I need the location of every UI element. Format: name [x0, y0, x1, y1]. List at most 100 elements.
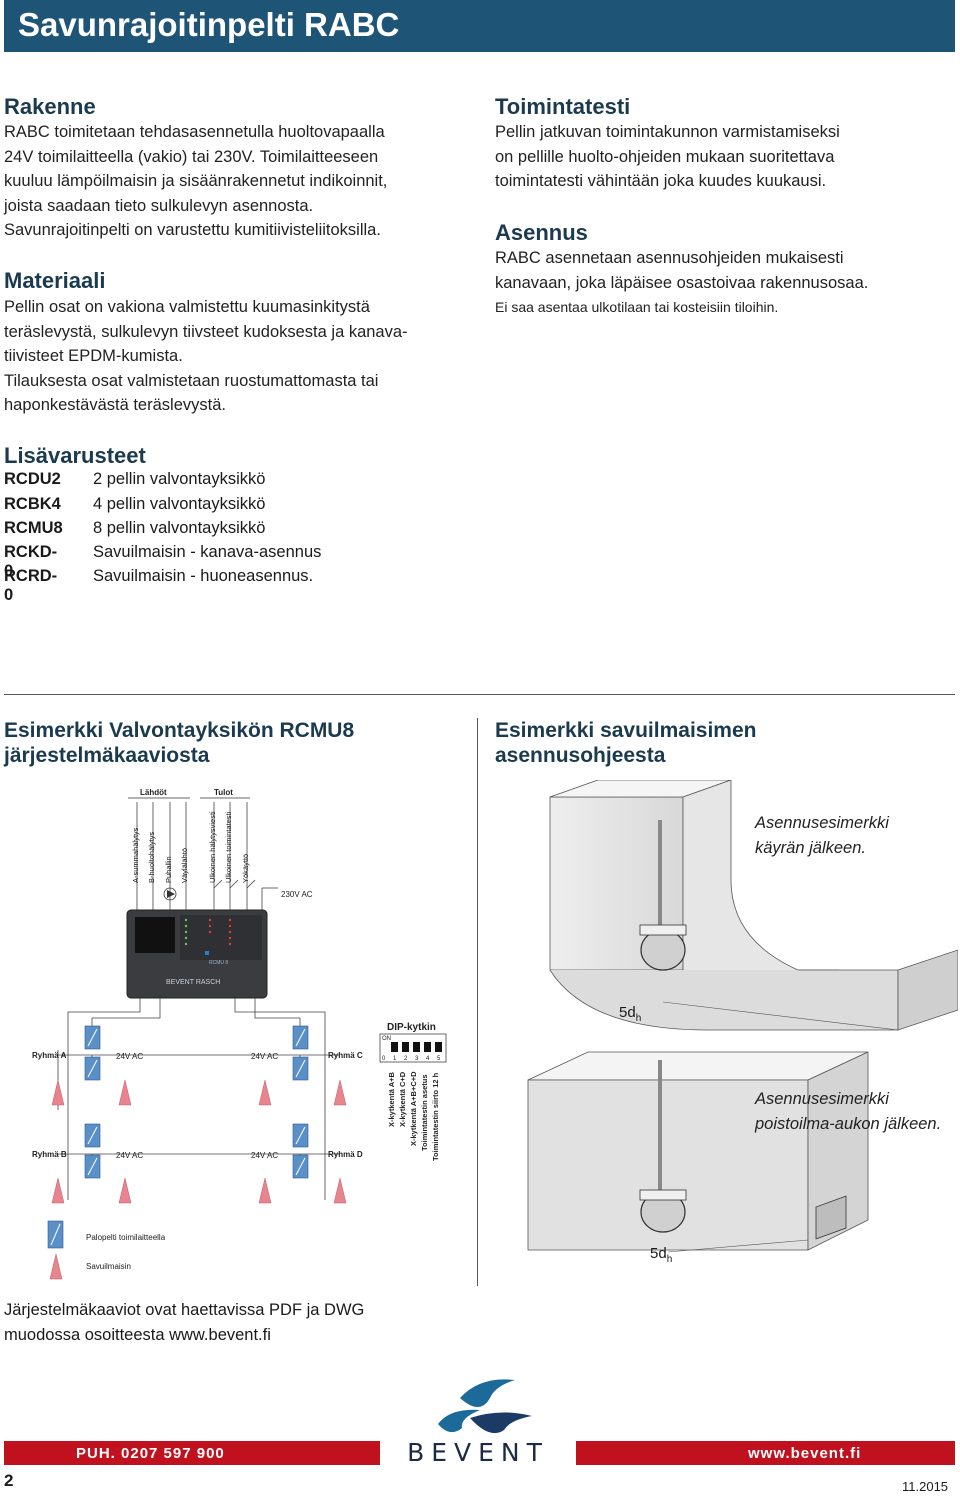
unit-brand: BEVENT RASCH	[166, 979, 221, 986]
bevent-logo-text: BEVENT	[407, 1438, 549, 1467]
accessory-code: RCKD-0	[4, 543, 58, 580]
materiaali-line: haponkestävästä teräslevystä.	[4, 396, 226, 414]
accessory-code: RCBK4	[4, 495, 61, 513]
signal-label: Ulkoinen hälytysviesti	[208, 811, 217, 883]
unit-model: RCMU 8	[209, 960, 229, 966]
group-d-label: Ryhmä D	[328, 1150, 363, 1159]
asennus-line: kanavaan, joka läpäisee osastoivaa raken…	[495, 273, 869, 292]
page-title: Savunrajoitinpelti RABC	[18, 6, 400, 43]
rakenne-text: RABC toimitetaan tehdasasennetulla huolt…	[4, 120, 387, 243]
legend-detector: Savuilmaisin	[86, 1262, 131, 1271]
legend-damper: Palopelti toimilaitteella	[86, 1233, 166, 1242]
title-bar: Savunrajoitinpelti RABC	[4, 0, 955, 52]
signal-label: Ulkoinen toimintatesti	[224, 811, 233, 883]
bevent-logo-icon	[438, 1379, 532, 1434]
asennus-text: RABC asennetaan asennusohjeiden mukaises…	[495, 246, 868, 320]
dip-num: 2	[404, 1056, 408, 1062]
example2-heading-line: asennusohjeesta	[495, 744, 666, 767]
logo-background	[380, 1439, 576, 1467]
rakenne-line: 24V toimilaitteella (vakio) tai 230V. To…	[4, 147, 379, 166]
toimintatesti-line: on pellille huolto-ohjeiden mukaan suori…	[495, 147, 835, 166]
accessory-desc: Savuilmaisin - huoneasennus.	[93, 567, 314, 585]
rakenne-line: joista saadaan tieto sulkulevyn asennost…	[4, 196, 314, 215]
rakenne-line: kuuluu lämpöilmaisin ja sisäänrakennetut…	[4, 172, 388, 190]
lisavarusteet-heading: Lisävarusteet	[4, 443, 146, 468]
publication-date: 11.2015	[902, 1479, 949, 1494]
column-divider	[477, 718, 478, 1286]
note-line: Asennusesimerkki	[755, 814, 889, 832]
dip-num: 1	[393, 1056, 397, 1062]
rakenne-line: Savunrajoitinpelti on varustettu kumitii…	[4, 221, 381, 239]
accessory-desc: 4 pellin valvontayksikkö	[93, 495, 266, 513]
group-c-label: Ryhmä C	[328, 1051, 363, 1060]
signal-label: B-huoltohälytys	[147, 831, 156, 883]
dip-label: Toimintatestin asetus	[420, 1074, 429, 1151]
example2-heading-line: Esimerkki savuilmaisimen	[495, 719, 757, 742]
voltage-label: 24V AC	[116, 1151, 144, 1160]
note-line: poistoilma-aukon jälkeen.	[755, 1115, 942, 1133]
dip-title: DIP-kytkin	[387, 1022, 436, 1033]
signal-label: Yökäyttö	[241, 853, 250, 883]
example1-heading: Esimerkki Valvontayksikön RCMU8 järjeste…	[4, 718, 354, 768]
signal-label: Väylälähtö	[180, 847, 189, 883]
distance-value: 5d	[619, 1004, 636, 1021]
materiaali-text: Pellin osat on vakiona valmistettu kuuma…	[4, 295, 408, 418]
distance-sub: h	[666, 1254, 673, 1265]
group-b-label: Ryhmä B	[32, 1150, 67, 1159]
rakenne-line: RABC toimitetaan tehdasasennetulla huolt…	[4, 123, 385, 141]
section-divider	[4, 694, 955, 695]
note-line: käyrän jälkeen.	[755, 839, 866, 857]
accessory-desc: 2 pellin valvontayksikkö	[93, 470, 266, 488]
dip-label: Toimintatestin siirto 12 h	[431, 1072, 440, 1161]
asennus-line: RABC asennetaan asennusohjeiden mukaises…	[495, 249, 844, 267]
toimintatesti-line: Pellin jatkuvan toimintakunnon varmistam…	[495, 123, 840, 141]
example1-heading-line: Esimerkki Valvontayksikön RCMU8	[4, 719, 355, 742]
materiaali-line: teräslevystä, sulkulevyn tiivsteet kudok…	[4, 322, 408, 341]
example1-heading-line: järjestelmäkaaviosta	[4, 744, 210, 767]
signal-label: Puhallin	[164, 856, 173, 883]
materiaali-line: tiivisteet EPDM-kumista.	[4, 347, 183, 365]
voltage-label: 24V AC	[116, 1052, 144, 1061]
distance-label-2: 5dh	[650, 1245, 672, 1265]
footer-phone: PUH. 0207 597 900	[76, 1445, 225, 1462]
example2-note-1: Asennusesimerkki käyrän jälkeen.	[755, 811, 889, 861]
voltage-label: 24V AC	[251, 1052, 279, 1061]
toimintatesti-line: toimintatesti vähintään joka kuudes kuuk…	[495, 172, 827, 190]
accessory-desc: 8 pellin valvontayksikkö	[93, 519, 266, 537]
accessory-code: RCDU2	[4, 470, 61, 488]
dip-label: X-kytkentä C+D	[398, 1071, 407, 1127]
accessory-code: RCMU8	[4, 519, 63, 537]
dip-num: 0	[382, 1056, 386, 1062]
footnote-line: muodossa osoitteesta www.bevent.fi	[4, 1325, 271, 1344]
supply-label: 230V AC	[281, 890, 313, 899]
example2-heading: Esimerkki savuilmaisimen asennusohjeesta	[495, 718, 757, 768]
toimintatesti-text: Pellin jatkuvan toimintakunnon varmistam…	[495, 120, 840, 194]
outputs-label: Lähdöt	[140, 788, 167, 797]
distance-value: 5d	[650, 1245, 667, 1262]
dip-num: 5	[437, 1056, 441, 1062]
note-line: Asennusesimerkki	[755, 1090, 889, 1108]
example2-note-2: Asennusesimerkki poistoilma-aukon jälkee…	[755, 1087, 941, 1137]
inputs-label: Tulot	[214, 788, 233, 797]
page-number: 2	[4, 1471, 14, 1490]
asennus-heading: Asennus	[495, 220, 588, 245]
distance-label-1: 5dh	[619, 1004, 641, 1024]
materiaali-line: Tilauksesta osat valmistetaan ruostumatt…	[4, 371, 379, 390]
dip-label: X-kytkentä A+B+C+D	[409, 1071, 418, 1146]
dip-num: 4	[426, 1056, 430, 1062]
distance-sub: h	[635, 1013, 642, 1024]
footnote-line: Järjestelmäkaaviot ovat haettavissa PDF …	[4, 1301, 365, 1319]
footer-website[interactable]: www.bevent.fi	[748, 1445, 862, 1462]
asennus-note: Ei saa asentaa ulkotilaan tai kosteisiin…	[495, 299, 779, 315]
materiaali-heading: Materiaali	[4, 268, 106, 293]
signal-label: A-summahälytys	[131, 827, 140, 883]
group-a-label: Ryhmä A	[32, 1051, 67, 1060]
dip-on-label: ON	[382, 1036, 391, 1042]
voltage-label: 24V AC	[251, 1151, 279, 1160]
duct-illustration	[527, 780, 958, 1253]
dip-label: X-kytkentä A+B	[387, 1072, 396, 1127]
accessory-code: RCRD-0	[4, 567, 58, 604]
accessory-desc: Savuilmaisin - kanava-asennus	[93, 543, 322, 561]
toimintatesti-heading: Toimintatesti	[495, 94, 631, 119]
dip-num: 3	[415, 1056, 419, 1062]
